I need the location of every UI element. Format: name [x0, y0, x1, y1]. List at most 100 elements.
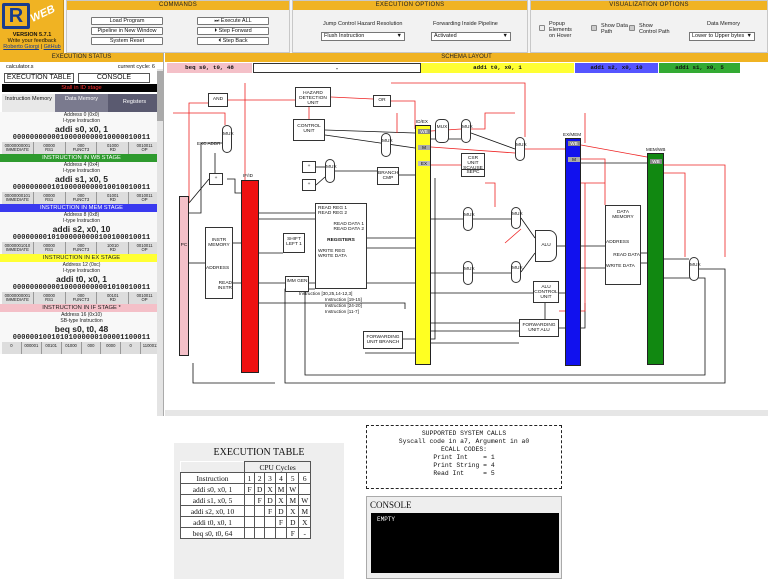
hazard-label: Jump Control Hazard Resolution — [323, 21, 403, 27]
id-ex-m-field: M — [418, 145, 430, 150]
cycle-header: 4 — [274, 472, 288, 484]
cycle-cell: W — [298, 494, 312, 506]
wire — [315, 176, 326, 186]
execution-status-title: EXECUTION STATUS — [0, 53, 163, 62]
instruction-address: Address 4 (0x4) — [63, 162, 100, 168]
commands-title: COMMANDS — [67, 1, 289, 10]
commands-panel: COMMANDS Load Program Pipeline in New Wi… — [66, 0, 290, 53]
chevron-down-icon: ▼ — [396, 33, 402, 39]
hazard-select[interactable]: Flush Instruction▼ — [321, 32, 405, 41]
feedback-link[interactable]: Write your feedback — [7, 38, 57, 44]
instruction-cell: addi t0, x0, 1 — [180, 516, 245, 528]
author-link[interactable]: Roberto Giorgi — [3, 44, 40, 50]
pipeline-window-button[interactable]: Pipeline in New Window — [91, 27, 163, 35]
forwarding-select[interactable]: Activated▼ — [431, 32, 511, 41]
github-link[interactable]: GitHub — [43, 44, 61, 50]
data-memory-label: Data Memory — [707, 21, 741, 27]
field-name: IMMEDIATE — [5, 197, 29, 202]
step-back-button[interactable]: ⏴ Step Back — [197, 37, 269, 45]
instr-19-label: Instruction [19-15] — [325, 297, 362, 302]
mux-alu-b: MUX — [463, 261, 475, 285]
syscalls-line3: Print Int = 1 — [433, 454, 495, 461]
current-cycle: current cycle: 6 — [117, 64, 155, 70]
data-memory-select[interactable]: Lower to Upper bytes▼ — [689, 32, 755, 41]
scrollbar-thumb[interactable] — [157, 71, 163, 121]
execution-options-title: EXECUTION OPTIONS — [293, 1, 527, 10]
cycle-cell: F — [286, 527, 300, 539]
system-reset-button[interactable]: System Reset — [91, 37, 163, 45]
cycle-cell: - — [298, 527, 312, 539]
field-bits: 0000 — [106, 343, 116, 348]
wire — [485, 182, 496, 207]
wire — [664, 172, 686, 257]
load-program-button[interactable]: Load Program — [91, 17, 163, 25]
field-bits: 0010011 — [136, 243, 153, 248]
step-forward-button[interactable]: ⏵ Step Forward — [197, 27, 269, 35]
popup-checkbox[interactable] — [539, 25, 545, 31]
mem-wb-label: MEM/WB — [646, 147, 666, 152]
mux-ex-flush: MUX — [515, 137, 527, 161]
pc-register — [179, 196, 189, 356]
field-cell: 0 — [2, 342, 22, 354]
tab-registers[interactable]: Registers — [108, 94, 161, 112]
and-gate: AND — [208, 93, 228, 107]
mux-alu-a: MUX — [463, 207, 475, 231]
field-name: FUNCT3 — [72, 197, 90, 202]
mux-alu-a2: MUX — [511, 207, 523, 229]
mux-pc: MUX — [222, 125, 234, 153]
mux-ex-top: MUX — [461, 119, 473, 143]
wire — [259, 302, 406, 309]
field-bits: 01000 — [65, 343, 77, 348]
field-name: OP — [141, 197, 148, 202]
controlpath-checkbox[interactable] — [629, 25, 635, 31]
cycle-cell: D — [253, 483, 266, 495]
console-output[interactable]: EMPTY — [371, 513, 559, 573]
forwarding-unit-alu: FORWARDING UNIT ALU — [519, 319, 559, 337]
if-id-label: IF/ID — [243, 173, 253, 178]
tab-data-memory[interactable]: Data Memory — [55, 94, 108, 112]
instruction-cell: addi s2, x0, 10 — [180, 505, 245, 517]
field-bits: 000 — [87, 343, 95, 348]
datapath-label: Show Data Path — [601, 23, 628, 35]
field-bits: 0010011 — [136, 293, 153, 298]
stage-header: INSTRUCTION IN EX STAGE — [0, 254, 163, 262]
branch-cmp-unit: BRANCH CMP — [377, 167, 399, 185]
cycle-cell — [264, 527, 276, 539]
instruction-bits: 00000000000100000000010000010011 — [12, 134, 151, 142]
execute-all-button[interactable]: ⏭ Execute ALL — [197, 17, 269, 25]
field-cell: 0 — [121, 342, 142, 354]
datapath-checkbox[interactable] — [591, 25, 597, 31]
imm-gen-unit: IMM GEN — [285, 276, 309, 292]
horizontal-scrollbar[interactable] — [165, 410, 768, 416]
instruction-type: I-type Instruction — [63, 117, 100, 124]
syscalls-line2: ECALL CODES: — [440, 446, 488, 453]
wire — [391, 82, 526, 137]
wire — [330, 96, 374, 100]
instruction-cell: addi s0, x0, 1 — [180, 483, 245, 495]
tab-instruction-memory[interactable]: Instruction Memory — [2, 94, 55, 112]
visualization-options-panel: VISUALIZATION OPTIONS Popup Elements on … — [530, 0, 768, 53]
field-name: OP — [141, 147, 148, 152]
field-bits: 1100011 — [142, 343, 159, 348]
scrollbar[interactable] — [157, 69, 163, 416]
hazard-detection-unit: HAZARD DETECTION UNIT — [295, 87, 331, 107]
field-name: FUNCT3 — [72, 297, 90, 302]
execution-table-button[interactable]: EXECUTION TABLE — [4, 73, 74, 83]
field-bits: 000 — [77, 193, 85, 198]
ex-mem-wb-field: WB — [568, 141, 580, 146]
field-bits: 00101 — [106, 293, 119, 298]
instruction-instr: beq s0, t0, 48 — [54, 324, 109, 334]
console-button[interactable]: CONSOLE — [78, 73, 150, 83]
field-name: RS1 — [45, 147, 54, 152]
chevron-down-icon: ▼ — [746, 33, 752, 39]
